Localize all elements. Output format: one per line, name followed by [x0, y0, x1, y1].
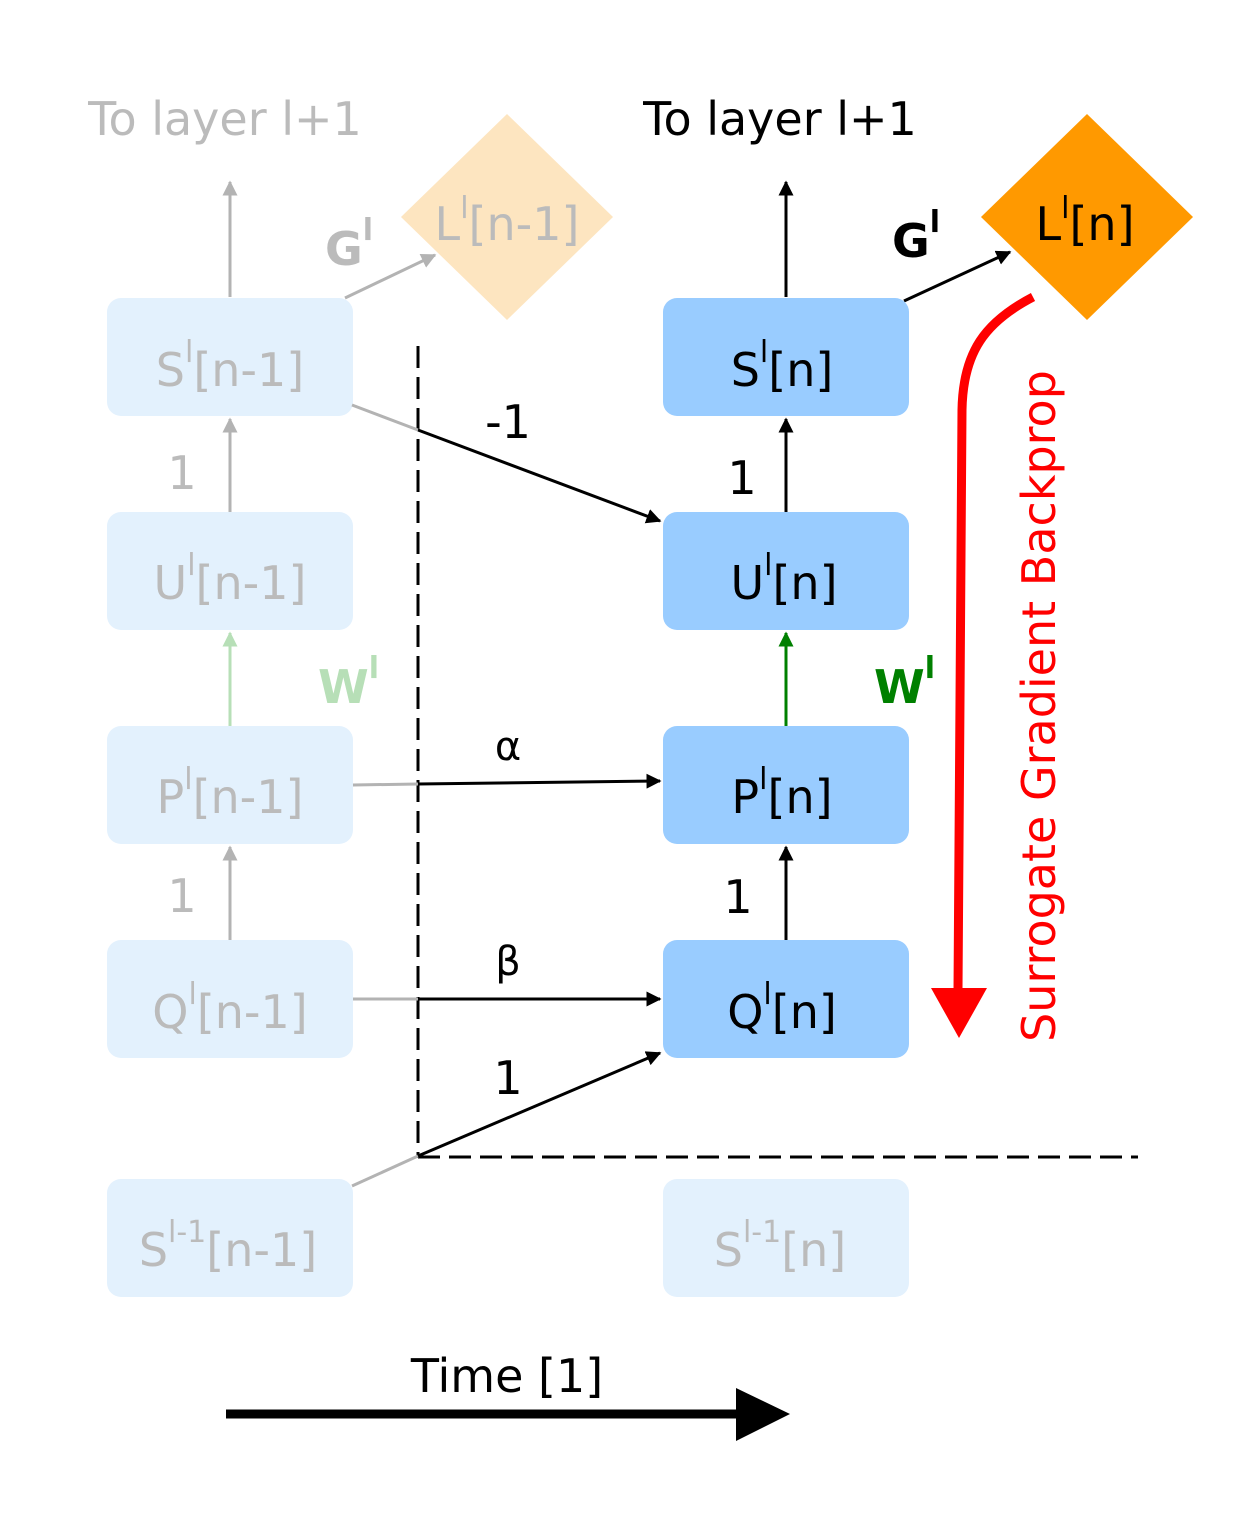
time-label: Time [1] — [410, 1349, 603, 1403]
reset-connection-faded — [351, 403, 419, 432]
previous-step-column: To layer l+1 Ll[n-1] Gl Sl[n-1] 1 Ul[n-1… — [87, 92, 613, 1297]
curr-loss-label: Ll[n] — [1035, 191, 1134, 251]
time-arrow-head — [736, 1388, 790, 1441]
curr-u-to-s-weight: 1 — [727, 451, 756, 505]
prev-top-label: To layer l+1 — [87, 92, 362, 146]
input-connection — [417, 1051, 662, 1158]
prev-input-label: Sl-1[n-1] — [139, 1215, 317, 1277]
curr-s-label: Sl[n] — [731, 335, 834, 397]
alpha-connection — [417, 773, 662, 789]
curr-input-node — [663, 1179, 909, 1297]
curr-loss-diamond — [981, 114, 1193, 320]
reset-weight: -1 — [485, 395, 531, 449]
curr-s-to-loss-arrow — [903, 250, 1012, 303]
time-axis: Time [1] — [226, 1349, 790, 1441]
curr-input-label: Sl-1[n] — [714, 1215, 847, 1277]
prev-s-node — [107, 298, 353, 416]
curr-w-label: Wl — [874, 651, 935, 714]
beta-weight: β — [495, 939, 521, 985]
cross-time-connections: -1 α β 1 — [351, 395, 662, 1188]
alpha-weight: α — [495, 724, 521, 770]
input-weight: 1 — [493, 1051, 522, 1105]
backprop-arrow-head — [931, 988, 987, 1038]
prev-p-label: Pl[n-1] — [156, 762, 303, 824]
current-step-column: To layer l+1 Ll[n] Gl Sl[n] 1 Ul[n] Wl P… — [642, 92, 1193, 1297]
prev-s-to-loss-arrow — [344, 253, 437, 300]
prev-w-label: Wl — [318, 651, 379, 714]
prev-p-node — [107, 726, 353, 844]
curr-q-to-p-weight: 1 — [723, 870, 752, 924]
prev-g-label: Gl — [325, 213, 373, 276]
alpha-connection-faded — [352, 782, 419, 787]
curr-p-node — [663, 726, 909, 844]
backprop-label: Surrogate Gradient Backprop — [1012, 370, 1066, 1042]
prev-loss-diamond — [401, 114, 613, 320]
input-connection-faded — [351, 1154, 419, 1188]
backprop-arrow: Surrogate Gradient Backprop — [931, 293, 1066, 1042]
prev-input-node — [107, 1179, 353, 1297]
reset-connection — [417, 428, 662, 524]
curr-q-label: Ql[n] — [727, 977, 837, 1039]
curr-top-label: To layer l+1 — [642, 92, 917, 146]
curr-p-label: Pl[n] — [731, 762, 832, 824]
prev-q-to-p-weight: 1 — [167, 869, 196, 923]
prev-q-label: Ql[n-1] — [152, 977, 307, 1039]
curr-g-label: Gl — [892, 205, 940, 268]
prev-u-to-s-weight: 1 — [167, 446, 196, 500]
prev-q-node — [107, 940, 353, 1058]
curr-u-node — [663, 512, 909, 630]
prev-loss-label: Ll[n-1] — [435, 191, 580, 251]
curr-q-node — [663, 940, 909, 1058]
prev-u-node — [107, 512, 353, 630]
curr-u-label: Ul[n] — [730, 548, 837, 610]
prev-u-label: Ul[n-1] — [154, 548, 307, 610]
prev-s-label: Sl[n-1] — [156, 335, 304, 397]
curr-s-node — [663, 298, 909, 416]
backprop-arrow-shaft — [953, 293, 1036, 991]
